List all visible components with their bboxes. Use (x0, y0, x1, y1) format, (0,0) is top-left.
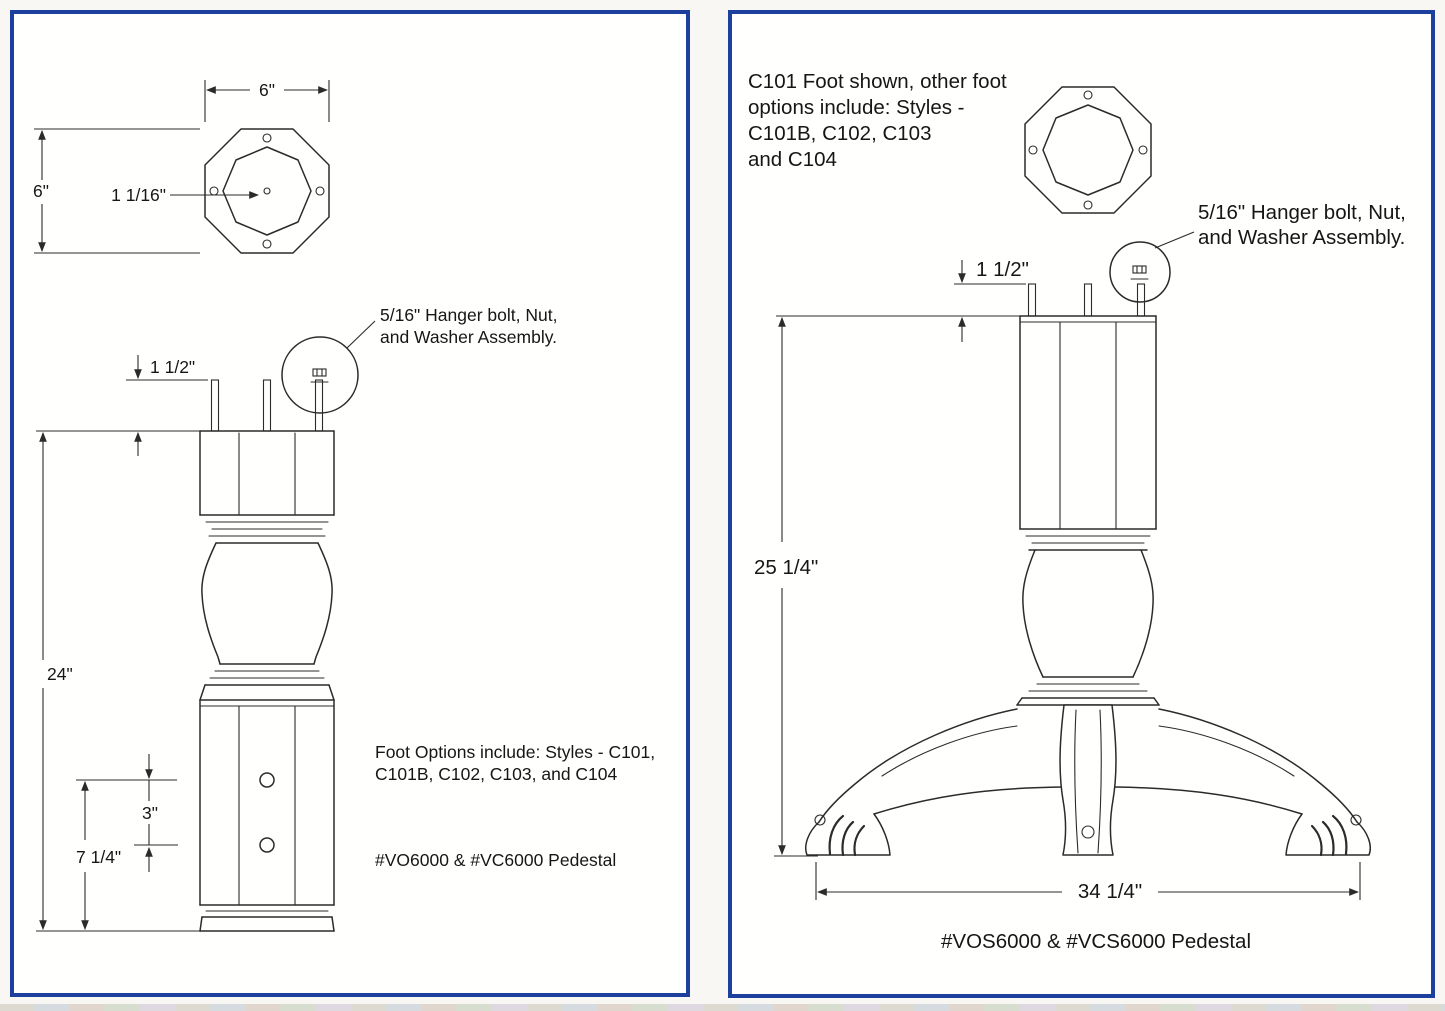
pedestal-with-feet-drawing (805, 283, 1371, 857)
vos6000-pedestal-drawing: C101 Foot shown, other foot options incl… (748, 70, 1406, 953)
overall-height-dimension: 24" (36, 430, 200, 932)
hanger-bolt-detail-callout: 5/16" Hanger bolt, Nut, and Washer Assem… (281, 305, 557, 414)
foot-note-line3: C101B, C102, C103 (748, 122, 931, 145)
hanger-bolt-detail-callout: 5/16" Hanger bolt, Nut, and Washer Assem… (1109, 201, 1406, 303)
center-hole-dimension: 1 1/16" (111, 185, 260, 205)
overall-height-label: 24" (47, 664, 73, 684)
bolt-height-dimension: 1 1/2" (954, 258, 1029, 342)
center-claw-foot (1059, 704, 1117, 856)
mounting-plate-top-view (1024, 86, 1152, 214)
vo6000-pedestal-drawing: 6" 6" 1 1/16" (33, 80, 655, 932)
hanger-bolt-icon (1130, 265, 1149, 280)
pedestal-column-drawing (199, 379, 335, 932)
bolt-height-dimension: 1 1/2" (126, 355, 208, 456)
foot-note-line4: and C104 (748, 148, 837, 171)
scan-artifact-strip (0, 1004, 1445, 1011)
right-model-label: #VOS6000 & #VCS6000 Pedestal (941, 930, 1251, 953)
top-view-height-dimension: 6" (33, 128, 200, 254)
left-model-label: #VO6000 & #VC6000 Pedestal (375, 850, 616, 870)
right-claw-foot (1113, 708, 1371, 857)
left-claw-foot (805, 708, 1063, 857)
hole-offset-label: 7 1/4" (76, 847, 121, 867)
base-width-label: 34 1/4" (1078, 880, 1142, 903)
callout-text-line2: and Washer Assembly. (1198, 226, 1405, 249)
mounting-hole-lower (259, 837, 275, 853)
mounting-hole-upper (259, 772, 275, 788)
center-hole-label: 1 1/16" (111, 185, 166, 205)
left-diagram-panel: 6" 6" 1 1/16" (10, 10, 690, 997)
top-view-width-dimension: 6" (204, 80, 330, 122)
foot-note-line1: C101 Foot shown, other foot (748, 70, 1007, 93)
hole-spacing-dimension: 3" (134, 754, 178, 872)
mounting-plate-top-view (204, 128, 330, 254)
detail-circle (281, 336, 359, 414)
overall-height-label: 25 1/4" (754, 556, 818, 579)
callout-text-line1: 5/16" Hanger bolt, Nut, (380, 305, 557, 325)
bolt-height-label: 1 1/2" (150, 357, 195, 377)
foot-note-line2: options include: Styles - (748, 96, 965, 119)
hole-spacing-label: 3" (142, 803, 158, 823)
detail-circle (1109, 241, 1171, 303)
foot-style-note: C101 Foot shown, other foot options incl… (748, 70, 1007, 171)
foot-options-line1: Foot Options include: Styles - C101, (375, 742, 655, 762)
plate-width-label: 6" (259, 80, 275, 100)
plate-height-label: 6" (33, 181, 49, 201)
callout-text-line1: 5/16" Hanger bolt, Nut, (1198, 201, 1406, 224)
right-diagram-panel: C101 Foot shown, other foot options incl… (728, 10, 1435, 998)
bolt-height-label: 1 1/2" (976, 258, 1029, 281)
hole-offset-dimension: 7 1/4" (76, 779, 177, 931)
overall-height-dimension: 25 1/4" (754, 315, 1020, 857)
callout-text-line2: and Washer Assembly. (380, 327, 557, 347)
hanger-bolt-icon (310, 368, 329, 383)
foot-options-note: Foot Options include: Styles - C101, C10… (375, 742, 655, 784)
base-width-dimension: 34 1/4" (815, 862, 1361, 903)
foot-options-line2: C101B, C102, C103, and C104 (375, 764, 618, 784)
